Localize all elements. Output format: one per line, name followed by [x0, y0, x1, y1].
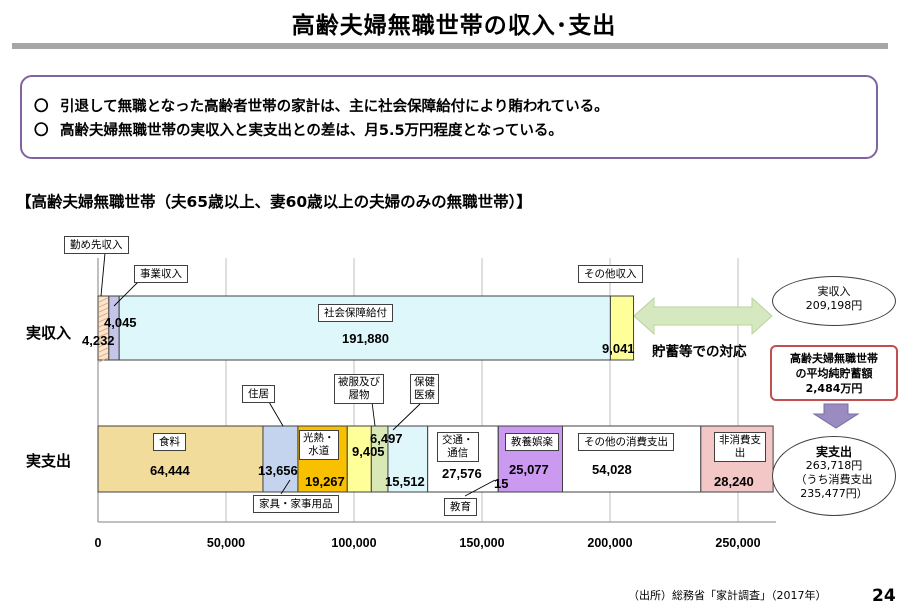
non-consumption-caption: 非消費支出: [714, 432, 766, 462]
hatch-line: [98, 352, 108, 358]
expense-total-value: 263,718円: [805, 459, 863, 472]
leader-line: [113, 279, 141, 307]
expense-total-label: 実支出: [815, 445, 852, 459]
x-tick-label: 100,000: [331, 536, 376, 550]
income-gap-arrow-icon: [633, 296, 773, 336]
x-tick-label: 250,000: [715, 536, 760, 550]
chart-subheading: 【高齢夫婦無職世帯（夫65歳以上、妻60歳以上の夫婦のみの無職世帯）】: [16, 193, 532, 211]
circle-bullet-icon: 〇: [34, 99, 49, 115]
value-label: 6,497: [370, 431, 403, 446]
expense-total-sub-1: （うち消費支出: [795, 473, 873, 486]
source-note: （出所）総務省「家計調査」（2017年）: [628, 589, 827, 602]
page-title: 高齢夫婦無職世帯の収入･支出: [291, 13, 617, 39]
hatch-line: [98, 332, 108, 338]
utilities-caption: 光熱・水道: [299, 430, 339, 460]
circle-bullet-icon: 〇: [34, 123, 49, 139]
x-tick-label: 50,000: [207, 536, 245, 550]
title-rule: [12, 43, 888, 49]
page-number: 24: [872, 586, 896, 606]
hatch-line: [98, 317, 108, 323]
value-label: 19,267: [305, 474, 345, 489]
food-caption: 食料: [153, 433, 186, 451]
expense-total-sub-2: 235,477円）: [800, 487, 868, 500]
hatch-line: [98, 322, 108, 328]
income-total-ellipse: 実収入 209,198円: [772, 276, 896, 326]
medical-caption: 保健医療: [410, 374, 439, 404]
leader-line: [392, 403, 421, 431]
leader-line: [371, 401, 376, 427]
social-security-caption: 社会保障給付: [318, 304, 393, 322]
recreation-caption: 教養娯楽: [505, 433, 559, 451]
income-total-label: 実収入: [817, 285, 851, 298]
value-label: 191,880: [342, 331, 389, 346]
bar-segment-1-3: [346, 425, 372, 493]
value-label: 4,232: [82, 333, 115, 348]
hatch-line: [98, 337, 108, 343]
value-label: 25,077: [509, 462, 549, 477]
business-income-caption: 事業収入: [134, 265, 188, 283]
hatch-line: [98, 347, 108, 353]
x-tick-label: 150,000: [459, 536, 504, 550]
value-label: 9,041: [602, 341, 635, 356]
hatch-line: [98, 342, 108, 348]
summary-box: 〇引退して無職となった高齢者世帯の家計は、主に社会保障給付により賄われている。 …: [20, 75, 878, 159]
value-label: 54,028: [592, 462, 632, 477]
hatch-line: [98, 357, 108, 363]
value-label: 9,405: [352, 444, 385, 459]
summary-line-1: 〇引退して無職となった高齢者世帯の家計は、主に社会保障給付により賄われている。: [34, 95, 876, 119]
housing-caption: 住居: [242, 385, 275, 403]
education-caption: 教育: [444, 498, 477, 516]
hatch-line: [98, 312, 108, 318]
expense-row-label: 実支出: [26, 452, 72, 470]
value-label: 4,045: [104, 315, 137, 330]
expense-total-ellipse: 実支出 263,718円 （うち消費支出 235,477円）: [772, 436, 896, 516]
leader-line: [268, 401, 284, 427]
value-label: 27,576: [442, 466, 482, 481]
value-label: 64,444: [150, 463, 191, 478]
x-tick-label: 200,000: [587, 536, 632, 550]
hatch-line: [98, 307, 108, 313]
x-tick-label: 0: [95, 536, 102, 550]
other-consumption-caption: その他の消費支出: [578, 433, 674, 451]
hatch-line: [98, 327, 108, 333]
work-income-caption: 勤め先収入: [64, 236, 129, 254]
summary-line-2: 〇高齢夫婦無職世帯の実収入と実支出との差は、月5.5万円程度となっている。: [34, 119, 876, 143]
transport-caption: 交通・通信: [437, 432, 479, 462]
value-label: 15,512: [385, 474, 425, 489]
other-income-caption: その他収入: [578, 265, 643, 283]
value-label: 13,656: [258, 463, 298, 478]
clothing-caption: 被服及び履物: [334, 374, 384, 404]
value-label: 28,240: [714, 474, 754, 489]
bar-segment-0-3: [609, 295, 635, 361]
income-row-label: 実収入: [26, 324, 72, 342]
leader-line: [100, 252, 106, 297]
savings-box: 高齢夫婦無職世帯 の平均純貯蓄額 2,484万円: [770, 345, 898, 401]
furniture-caption: 家具・家事用品: [253, 495, 339, 513]
hatch-line: [98, 302, 108, 308]
leader-line: [464, 479, 496, 497]
hatch-line: [98, 297, 108, 303]
savings-label: 貯蓄等での対応: [652, 344, 747, 360]
value-label: 15: [494, 476, 508, 491]
bar-segment-1-1: [262, 425, 299, 493]
down-arrow-icon: [812, 403, 860, 429]
income-total-value: 209,198円: [805, 299, 863, 312]
leader-line: [280, 479, 291, 495]
